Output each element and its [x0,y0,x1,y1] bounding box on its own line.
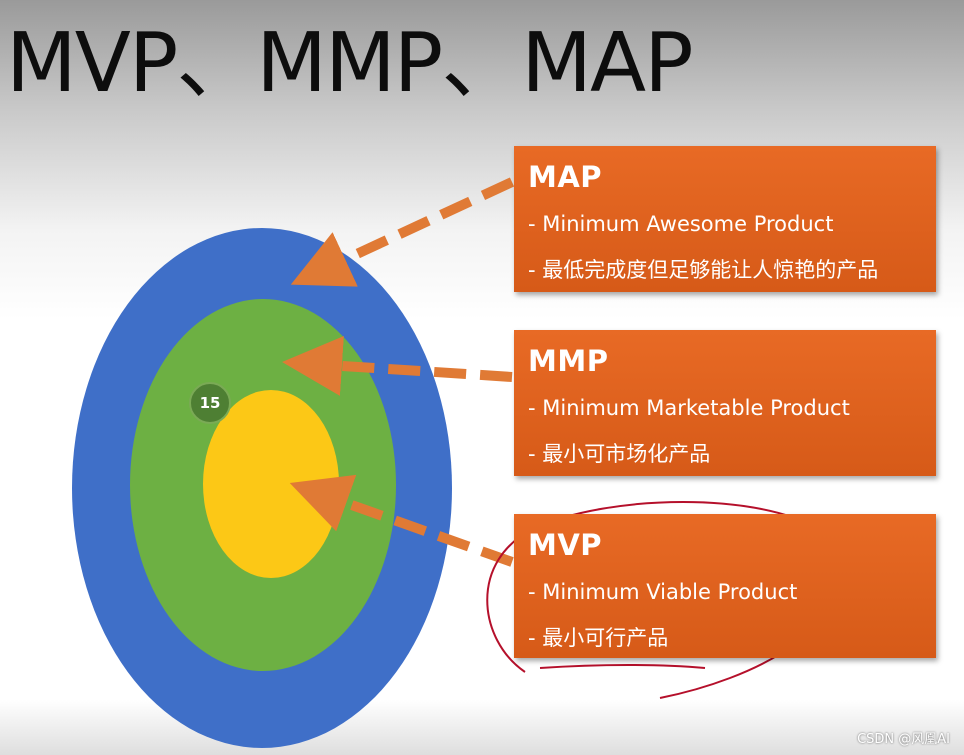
mvp-box-english: - Minimum Viable Product [528,580,798,604]
page-title: MVP、MMP、MAP [6,16,694,111]
watermark: CSDN @风凰AI [857,732,950,747]
map-box-chinese: - 最低完成度但足够能让人惊艳的产品 [528,258,879,282]
map-box-title: MAP [528,160,603,194]
map-box-english: - Minimum Awesome Product [528,212,834,236]
mmp-box-english: - Minimum Marketable Product [528,396,850,420]
mmp-box-title: MMP [528,344,609,378]
mmp-box: MMP - Minimum Marketable Product - 最小可市场… [514,330,936,476]
replay-timer-button[interactable]: 15 [189,382,231,424]
arrow-mvp [289,474,514,567]
map-box: MAP - Minimum Awesome Product - 最低完成度但足够… [514,146,936,292]
replay-timer-count: 15 [199,394,221,412]
arrow-map [290,177,515,287]
mvp-box-title: MVP [528,528,603,562]
mmp-box-chinese: - 最小可市场化产品 [528,442,711,466]
mvp-box: MVP - Minimum Viable Product - 最小可行产品 [514,514,936,658]
mvp-box-chinese: - 最小可行产品 [528,626,669,650]
handwritten-underline-annotation [539,664,706,669]
arrow-mmp [282,336,513,396]
